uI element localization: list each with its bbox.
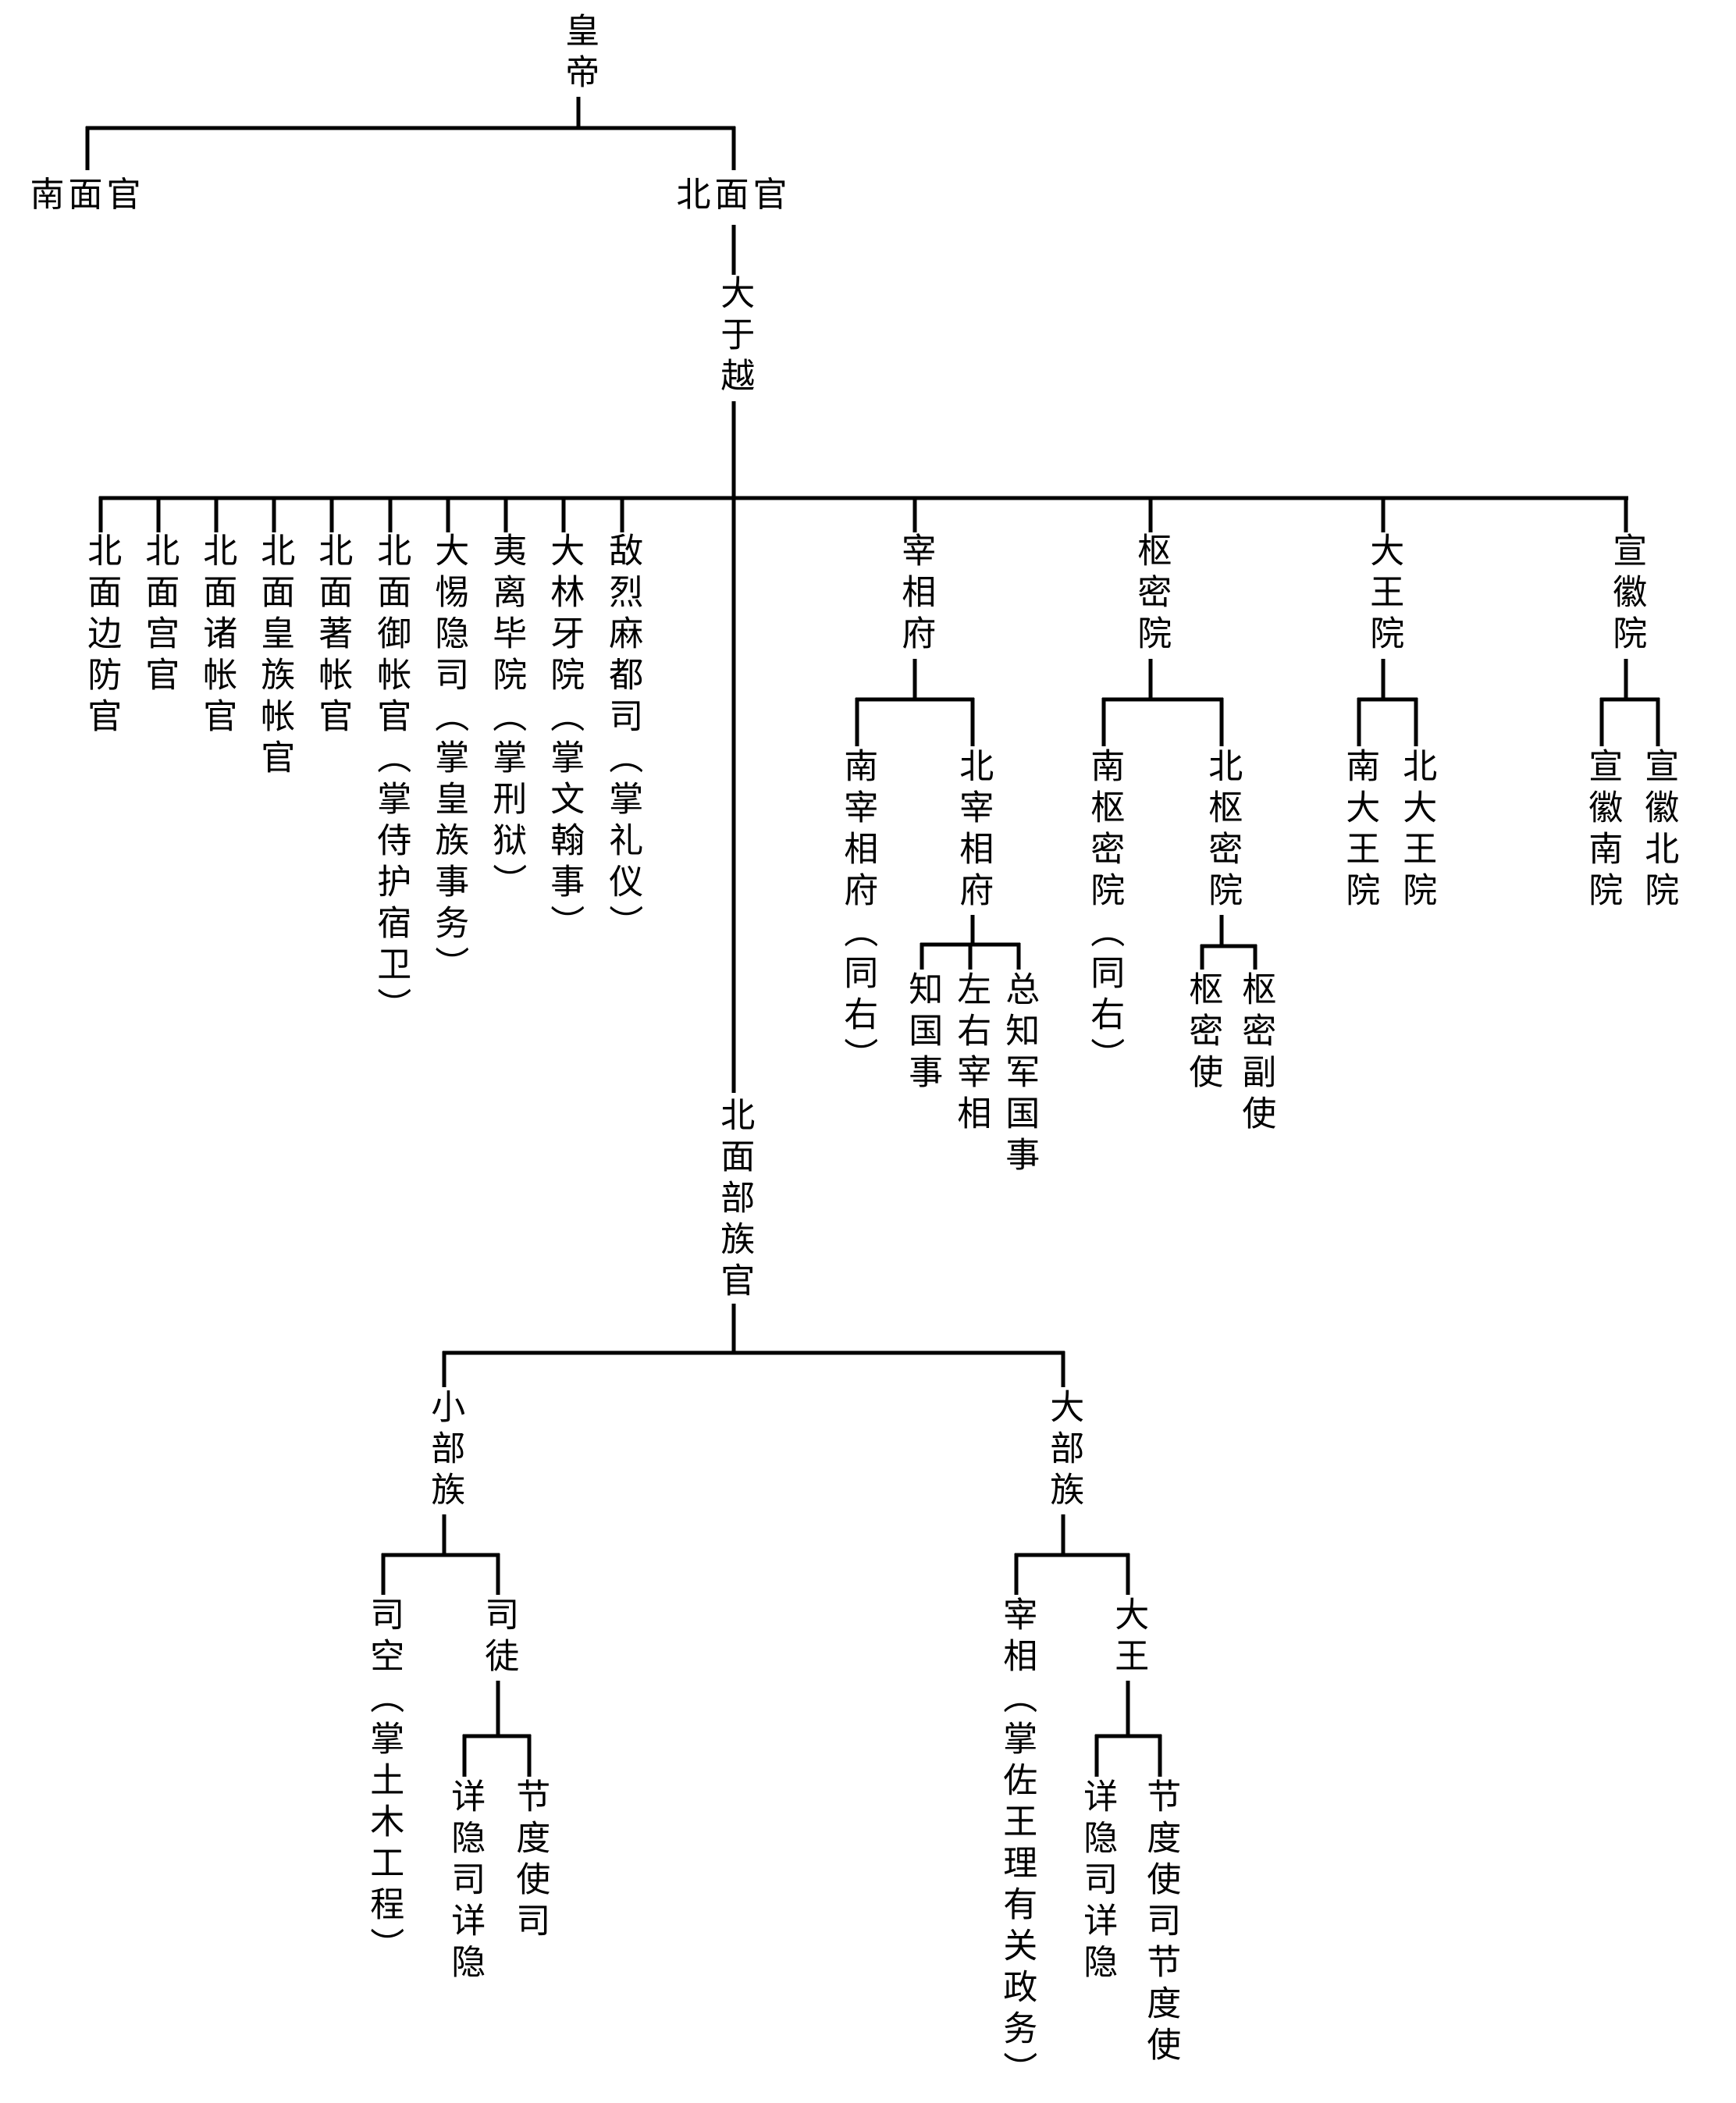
node-xuanhui-nan-yuan: 宣徽南院	[1583, 748, 1622, 913]
node-nan-dawang-yuan: 南大王院	[1340, 748, 1379, 913]
node-da-linya-yuan: 大林牙院（掌文翰事）	[545, 532, 584, 946]
node-nan-zaixiang-fu: 南宰相府（同右）	[838, 748, 877, 1079]
node-zhi-guoshi: 知国事	[903, 971, 942, 1095]
node-bei-zaixiang-fu: 北宰相府	[954, 748, 993, 913]
node-yuzhang-guan: 北面御帐官（掌侍护宿卫）	[372, 532, 411, 1029]
node-sikong: 司空（掌土木工程）	[365, 1596, 404, 1969]
node-bei-shumi-yuan: 北枢密院	[1203, 748, 1242, 913]
node-situ: 司徒	[479, 1596, 518, 1679]
node-dilie-madu-si: 敌烈麻都司（掌礼仪）	[603, 532, 642, 946]
node-situ-xiangyin-si: 详隐司详隐	[446, 1778, 485, 1985]
node-shumi-fushi: 枢密副使	[1236, 971, 1275, 1137]
node-zuoyou-zaixiang: 左右宰相	[952, 971, 991, 1137]
node-dabuzu-zaixiang: 宰相（掌佐王理有关政务）	[998, 1596, 1037, 2093]
node-nan-shumi-yuan: 南枢密院（同右）	[1085, 748, 1124, 1079]
node-dawang-xiangyin-si: 详隐司详隐	[1078, 1778, 1117, 1985]
node-buzu-guan: 北面部族官	[715, 1097, 754, 1304]
node-dabuzu-dawang: 大王	[1109, 1596, 1148, 1679]
node-south-admin: 南面官	[30, 176, 145, 214]
node-north-admin: 北面官	[676, 176, 792, 214]
node-da-buzu: 大部族	[1044, 1389, 1083, 1513]
node-xuanhui-bei-yuan: 宣徽北院	[1639, 748, 1678, 913]
node-yilibi-yuan: 夷离毕院（掌刑狱）	[487, 532, 526, 905]
node-dawang-jiedushi: 节度使司节度使	[1141, 1778, 1180, 2068]
node-zaixiang-fu: 宰相府	[896, 532, 935, 657]
node-da-tiyin-si: 大惕隐司（掌皇族事务）	[429, 532, 468, 987]
node-emperor: 皇帝	[560, 12, 599, 95]
node-xiao-buzu: 小部族	[425, 1389, 464, 1513]
node-xuanhui-yuan: 宣徽院	[1607, 532, 1646, 657]
node-huangzu-zhang-guan: 北面皇族帐官	[255, 532, 294, 781]
node-zongzhi-jun-guoshi: 总知军国事	[1000, 971, 1039, 1178]
node-gong-guan: 北面宫官	[140, 532, 179, 698]
node-zhuzhang-guan: 北面诸帐官	[197, 532, 237, 739]
node-shumi-shi: 枢密使	[1183, 971, 1222, 1095]
node-situ-jiedushi-si: 节度使司	[510, 1778, 550, 1944]
node-dawang-yuan: 大王院	[1364, 532, 1403, 657]
node-bei-dawang-yuan: 北大王院	[1397, 748, 1436, 913]
node-zhuzhang2-guan: 北面著帐官	[313, 532, 352, 739]
node-da-yuyue: 大于越	[715, 275, 754, 399]
node-shumi-yuan: 枢密院	[1132, 532, 1171, 657]
node-bianfang-guan: 北面边防官	[82, 532, 121, 739]
